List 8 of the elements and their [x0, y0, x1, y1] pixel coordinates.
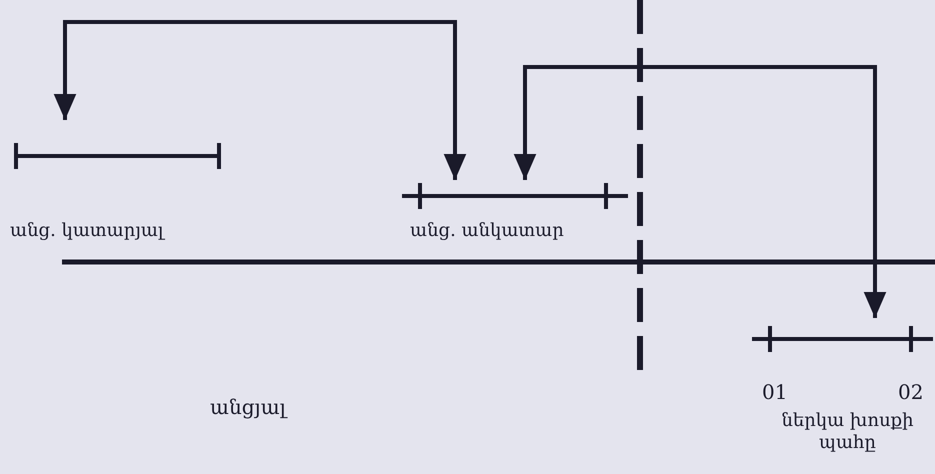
arrow: [54, 20, 466, 180]
tense-label: անց. կատարյալ: [10, 220, 166, 242]
tick-label: 02: [898, 380, 924, 404]
tense-label: ներկա խոսքի պահը: [780, 410, 915, 454]
arrow: [514, 65, 886, 318]
tense-label: անց. անկատար: [410, 220, 565, 242]
region-label: անցյալ: [210, 395, 286, 419]
tick-label: 01: [762, 380, 788, 404]
